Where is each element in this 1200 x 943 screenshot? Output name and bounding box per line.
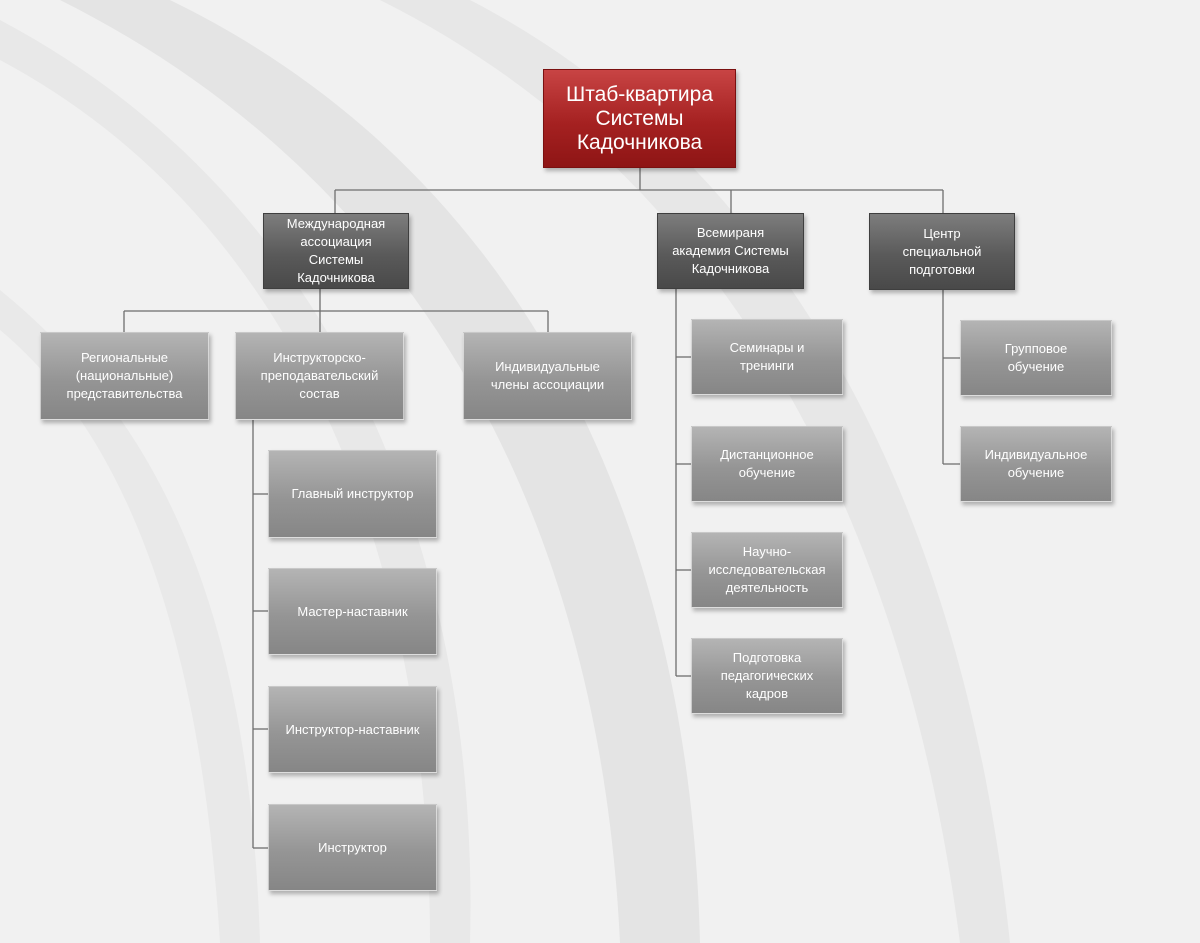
node-world-academy: Всемираня академия Системы Кадочникова <box>657 213 804 289</box>
node-individual-training: Индивидуальное обучение <box>960 426 1112 502</box>
node-headquarters: Штаб-квартира Системы Кадочникова <box>543 69 736 168</box>
node-instructor: Инструктор <box>268 804 437 891</box>
node-instructor-mentor: Инструктор-наставник <box>268 686 437 773</box>
node-instructor-staff: Инструкторско- преподавательский состав <box>235 332 404 420</box>
node-international-association: Международная ассоциация Системы Кадочни… <box>263 213 409 289</box>
node-special-training-center: Центр специальной подготовки <box>869 213 1015 290</box>
node-group-training: Групповое обучение <box>960 320 1112 396</box>
node-research-activity: Научно- исследовательская деятельность <box>691 532 843 608</box>
node-regional-representations: Региональные (национальные) представител… <box>40 332 209 420</box>
node-distance-learning: Дистанционное обучение <box>691 426 843 502</box>
node-seminars-trainings: Семинары и тренинги <box>691 319 843 395</box>
node-chief-instructor: Главный инструктор <box>268 450 437 538</box>
node-master-mentor: Мастер-наставник <box>268 568 437 655</box>
node-teacher-training: Подготовка педагогических кадров <box>691 638 843 714</box>
node-individual-members: Индивидуальные члены ассоциации <box>463 332 632 420</box>
